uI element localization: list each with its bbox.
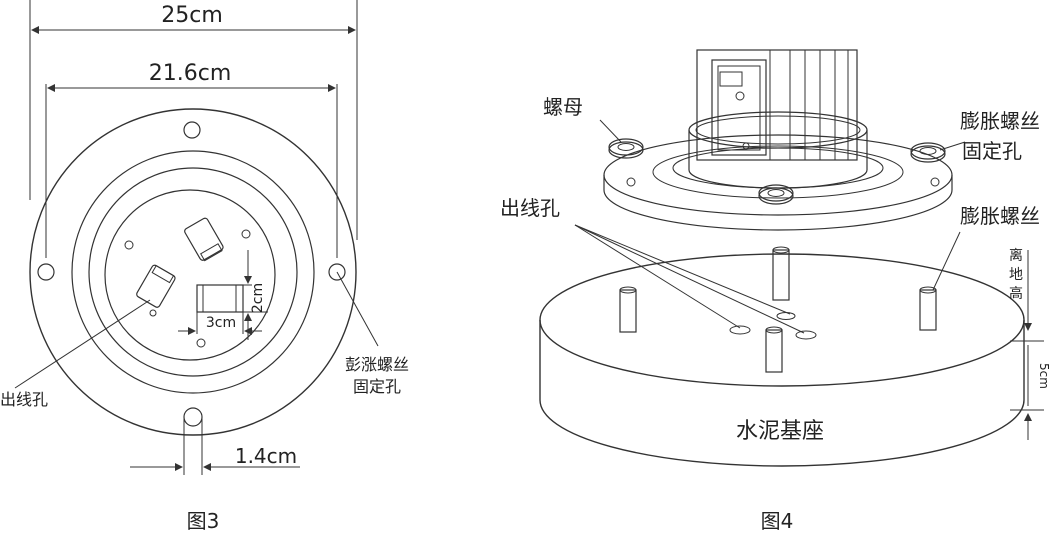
leader-line — [574, 224, 791, 315]
label-anchor-hole-line1: 膨胀螺丝 — [960, 109, 1040, 133]
figure-3-plan-view: 25cm 21.6cm 1.4cm — [0, 0, 409, 533]
concrete-base — [539, 253, 1025, 467]
screw-hole — [149, 309, 157, 317]
leader-line — [599, 119, 622, 143]
anchor-bolt — [772, 246, 790, 301]
collar — [688, 111, 868, 189]
dim-hole-label: 1.4cm — [235, 444, 297, 468]
outer-plate — [29, 108, 357, 436]
leader-line — [336, 271, 379, 347]
cable-hole — [776, 312, 796, 320]
nut-front — [758, 184, 794, 205]
anchor-hole-bottom — [183, 407, 203, 427]
cable-hole — [795, 330, 817, 340]
leader-line — [574, 224, 741, 329]
dim-outer-label: 25cm — [161, 3, 223, 28]
label-height-char3: 高 — [1009, 285, 1023, 302]
screw-hole — [241, 229, 251, 239]
label-height-char2: 地 — [1009, 267, 1023, 283]
screw-hole — [196, 338, 206, 348]
label-height-char1: 离 — [1009, 247, 1023, 264]
dimension-height: 离 地 高 5cm — [1009, 247, 1051, 440]
slot-lower — [136, 264, 176, 308]
dim-h-label: 2cm — [250, 283, 266, 313]
cable-hole — [196, 284, 244, 313]
label-concrete-base: 水泥基座 — [736, 419, 824, 444]
middle-ring — [71, 150, 315, 394]
label-nut: 螺母 — [543, 95, 583, 119]
label-cable-hole: 出线孔 — [500, 196, 560, 220]
pole — [696, 49, 858, 161]
leader-line — [939, 141, 966, 151]
cable-hole — [729, 325, 751, 335]
label-anchor-hole-line2: 固定孔 — [353, 377, 401, 396]
nut-left — [608, 138, 644, 159]
figure-3-caption: 图3 — [187, 509, 220, 533]
anchor-bolt — [765, 326, 783, 373]
dimension-hole-width: 1.4cm — [130, 417, 300, 475]
label-anchor-hole-line2: 固定孔 — [962, 139, 1022, 163]
label-anchor-hole-line1: 彭涨螺丝 — [345, 355, 409, 374]
screw-hole — [124, 240, 134, 250]
nut-right — [910, 142, 946, 163]
leader-line — [932, 231, 961, 291]
figure-4-perspective-view: 离 地 高 5cm 螺母 膨胀螺丝 固定孔 出线孔 膨胀螺丝 水泥基座 图4 — [500, 49, 1051, 533]
slot-upper — [184, 217, 224, 262]
dim-w-label: 3cm — [206, 315, 236, 331]
dimension-cable-hole: 2cm 3cm — [178, 250, 268, 340]
figure-4-caption: 图4 — [761, 509, 794, 533]
leader-line — [14, 299, 151, 389]
anchor-hole-right — [328, 263, 346, 281]
label-anchor-bolt: 膨胀螺丝 — [960, 204, 1040, 228]
anchor-hole-top — [183, 121, 201, 139]
dim-inner-label: 21.6cm — [149, 61, 232, 86]
anchor-hole-left — [37, 263, 55, 281]
dimension-inner-diameter: 21.6cm — [45, 61, 338, 258]
dimension-outer-diameter: 25cm — [29, 0, 358, 240]
flange-plate — [603, 134, 953, 231]
label-cable-hole: 出线孔 — [0, 390, 48, 409]
anchor-hole — [930, 177, 940, 187]
label-5cm: 5cm — [1037, 363, 1051, 389]
inner-ring — [88, 167, 298, 377]
anchor-hole — [626, 177, 636, 187]
leader-line — [574, 224, 805, 334]
anchor-bolt — [619, 286, 637, 333]
anchor-bolt — [919, 286, 937, 331]
pole-ring — [104, 189, 276, 361]
